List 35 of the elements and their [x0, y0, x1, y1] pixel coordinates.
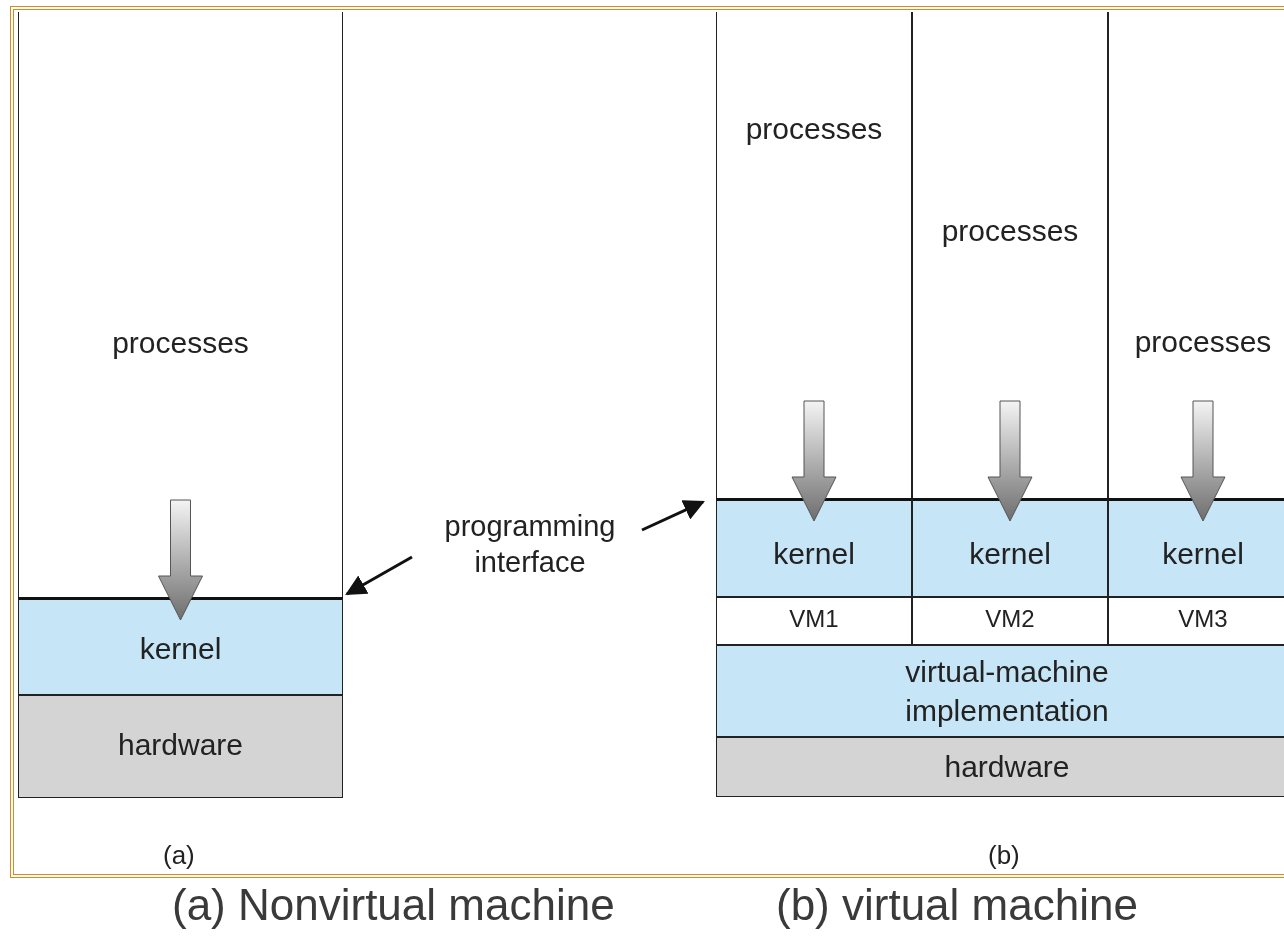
arrow [345, 555, 413, 596]
block-arrow [987, 400, 1033, 522]
layer-label: kernel [772, 536, 856, 572]
kernel-layer [716, 498, 912, 597]
kernel-layer [912, 498, 1108, 597]
layer-label: processes [111, 325, 250, 361]
caption-text: (b) virtual machine [776, 880, 1138, 930]
layer-label: VM2 [984, 604, 1036, 634]
layer-label: virtual-machine implementation [904, 654, 1110, 729]
layer-label: hardware [943, 749, 1071, 785]
vm-layer [716, 597, 912, 645]
interface-label: programming interface [443, 509, 617, 581]
layer-label: kernel [1161, 536, 1245, 572]
layer-label: VM3 [1177, 604, 1229, 634]
vm-layer [912, 597, 1108, 645]
hardware-layer [716, 737, 1284, 797]
vm-implementation-layer [716, 645, 1284, 737]
panel-label: (a) [163, 840, 195, 871]
layer-label: kernel [138, 631, 223, 667]
layer-label: processes [1133, 324, 1273, 360]
layer-label: processes [940, 213, 1080, 249]
block-arrow [791, 400, 837, 522]
hardware-layer [18, 695, 343, 798]
vm-layer [1108, 597, 1284, 645]
kernel-layer [1108, 498, 1284, 597]
caption-text: (a) Nonvirtual machine [172, 880, 615, 930]
panel-label: (b) [988, 840, 1020, 871]
layer-label: VM1 [788, 604, 840, 634]
block-arrow [1180, 400, 1226, 522]
kernel-layer [18, 597, 343, 695]
layer-label: kernel [968, 536, 1052, 572]
block-arrow [158, 499, 203, 621]
layer-label: hardware [116, 727, 245, 763]
arrow [641, 500, 705, 532]
layer-label: processes [744, 111, 884, 147]
